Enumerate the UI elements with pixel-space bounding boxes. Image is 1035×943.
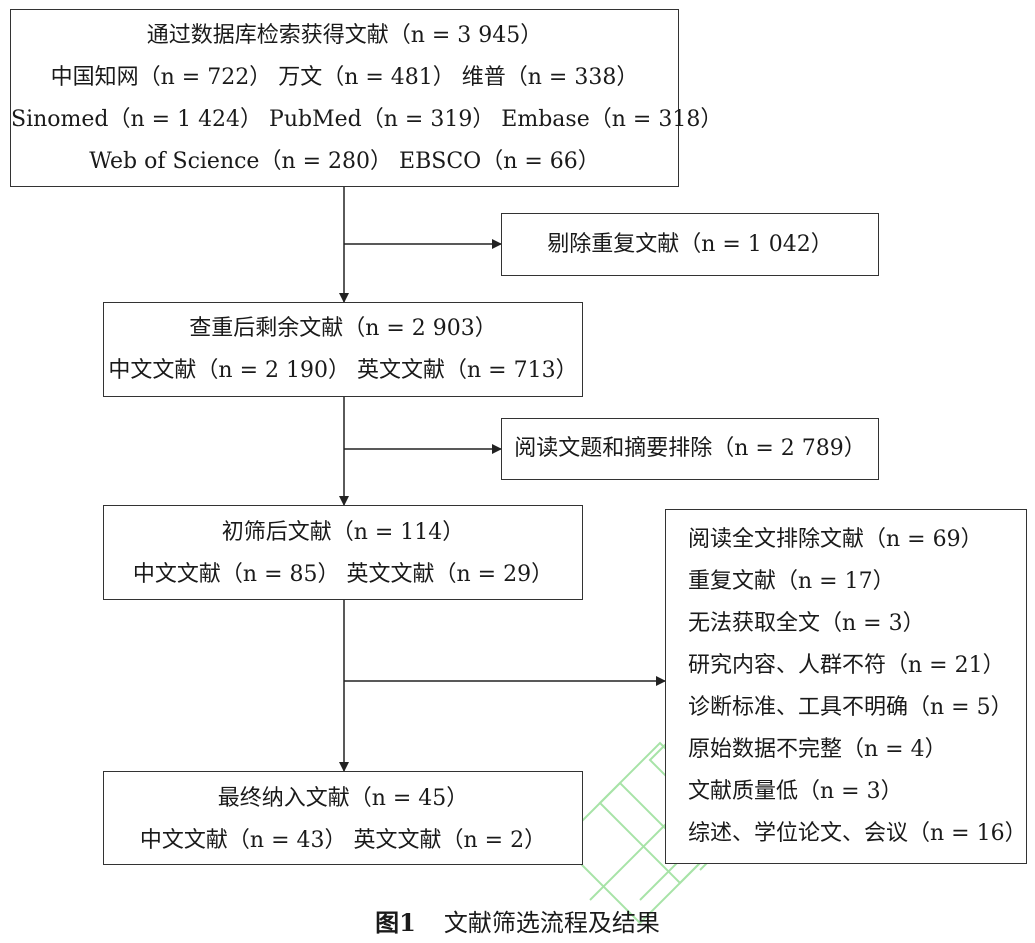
box-line: 中文文献（n = 85） 英文文献（n = 29） — [132, 562, 554, 587]
figure-label: 图1 — [375, 908, 416, 937]
box-after-dedup: 查重后剩余文献（n = 2 903） 中文文献（n = 2 190） 英文文献（… — [103, 302, 583, 397]
box-line: 研究内容、人群不符（n = 21） — [688, 653, 1005, 678]
box-line: 剔除重复文献（n = 1 042） — [547, 232, 833, 257]
box-initial-screen: 初筛后文献（n = 114） 中文文献（n = 85） 英文文献（n = 29） — [103, 505, 583, 600]
figure-title: 文献筛选流程及结果 — [443, 909, 660, 937]
box-line: 最终纳入文献（n = 45） — [217, 786, 469, 811]
box-final-included: 最终纳入文献（n = 45） 中文文献（n = 43） 英文文献（n = 2） — [103, 771, 583, 865]
figure-caption: 图1 文献筛选流程及结果 — [0, 908, 1035, 938]
box-line: Web of Science（n = 280） EBSCO（n = 66） — [89, 149, 600, 174]
box-line: 综述、学位论文、会议（n = 16） — [688, 821, 1027, 846]
box-line: 阅读全文排除文献（n = 69） — [688, 527, 983, 552]
box-line: 文献质量低（n = 3） — [688, 779, 903, 804]
box-line: 诊断标准、工具不明确（n = 5） — [688, 695, 1013, 720]
box-fulltext-exclude: 阅读全文排除文献（n = 69） 重复文献（n = 17） 无法获取全文（n =… — [665, 509, 1027, 864]
box-title-abstract-exclude: 阅读文题和摘要排除（n = 2 789） — [501, 418, 879, 480]
box-line: Sinomed（n = 1 424） PubMed（n = 319） Embas… — [11, 107, 723, 132]
box-line: 初筛后文献（n = 114） — [221, 520, 465, 545]
box-line: 通过数据库检索获得文献（n = 3 945） — [146, 23, 543, 48]
box-line: 重复文献（n = 17） — [688, 569, 895, 594]
box-line: 无法获取全文（n = 3） — [688, 611, 925, 636]
box-database-search: 通过数据库检索获得文献（n = 3 945） 中国知网（n = 722） 万文（… — [10, 9, 723, 187]
box-line: 阅读文题和摘要排除（n = 2 789） — [514, 436, 866, 461]
box-line: 原始数据不完整（n = 4） — [688, 737, 947, 762]
box-remove-duplicates: 剔除重复文献（n = 1 042） — [501, 213, 879, 276]
box-line: 查重后剩余文献（n = 2 903） — [189, 316, 497, 341]
box-line: 中文文献（n = 43） 英文文献（n = 2） — [139, 828, 547, 853]
box-line: 中文文献（n = 2 190） 英文文献（n = 713） — [108, 358, 578, 383]
box-line: 中国知网（n = 722） 万文（n = 481） 维普（n = 338） — [50, 65, 639, 90]
